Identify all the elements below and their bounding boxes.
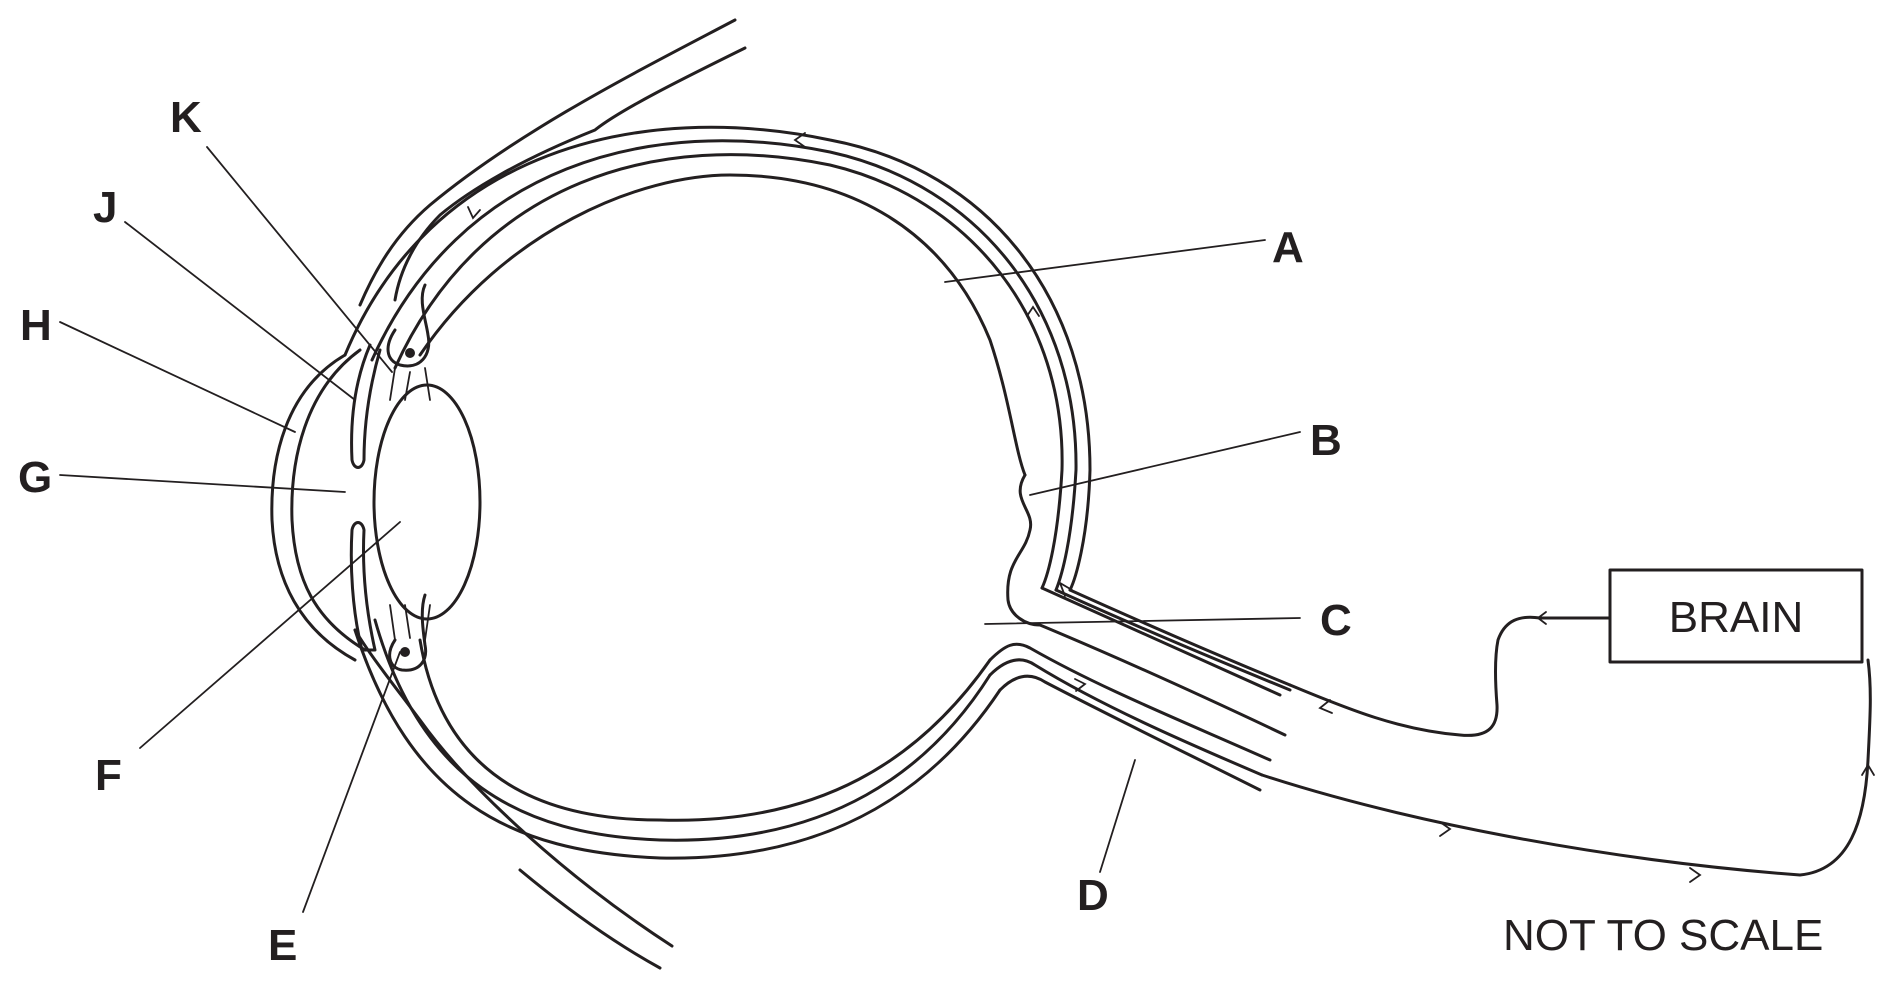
not-to-scale-note: NOT TO SCALE bbox=[1503, 911, 1823, 960]
leader-lines bbox=[60, 147, 1300, 912]
label-g: G bbox=[18, 453, 52, 502]
label-b: B bbox=[1310, 416, 1342, 465]
iris bbox=[351, 345, 380, 650]
label-a: A bbox=[1272, 223, 1304, 272]
fovea-region bbox=[1008, 475, 1040, 625]
brain-label: BRAIN bbox=[1669, 593, 1803, 642]
label-k: K bbox=[170, 93, 202, 142]
label-d: D bbox=[1077, 871, 1109, 920]
label-e: E bbox=[268, 921, 297, 970]
label-j: J bbox=[93, 183, 117, 232]
label-h: H bbox=[20, 301, 52, 350]
label-f: F bbox=[95, 751, 122, 800]
eyeball-lower-layers bbox=[355, 620, 1000, 858]
brain-box: BRAIN bbox=[1610, 570, 1862, 662]
label-c: C bbox=[1320, 596, 1352, 645]
lens bbox=[374, 385, 480, 619]
eyeball-outer-layers bbox=[345, 127, 1090, 590]
upper-eyelid bbox=[360, 20, 745, 305]
lower-eyelid bbox=[355, 630, 672, 968]
nerve-pathway bbox=[468, 133, 1874, 882]
part-labels: A B C D E F G H J K bbox=[18, 93, 1352, 970]
